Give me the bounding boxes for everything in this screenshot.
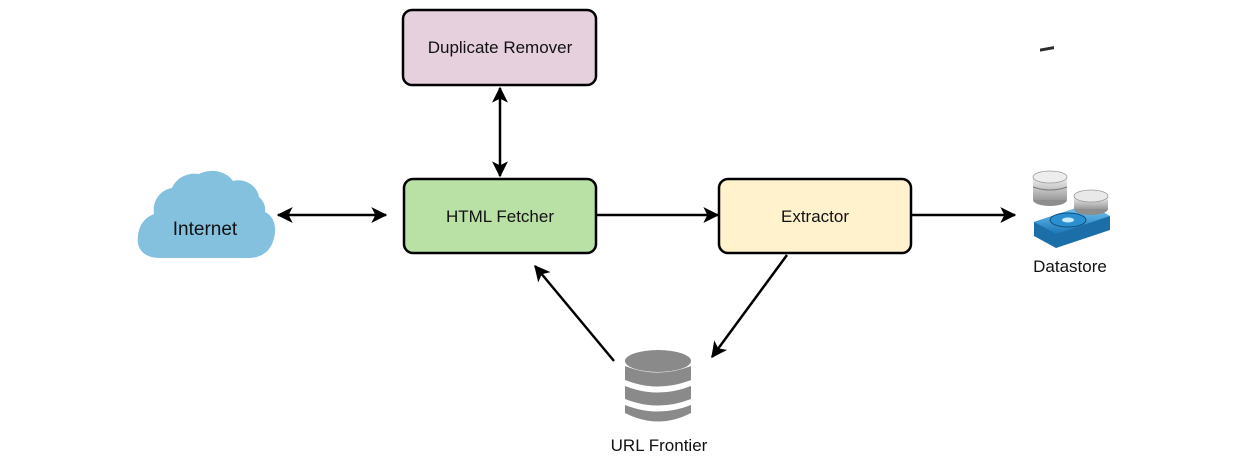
url-frontier-node[interactable]: URL Frontier <box>611 350 708 455</box>
database-server-icon <box>1032 46 1110 248</box>
duplicate-remover-node[interactable]: Duplicate Remover <box>401 8 598 87</box>
datastore-node[interactable]: Datastore <box>1032 46 1110 276</box>
url-frontier-label: URL Frontier <box>611 436 708 455</box>
extractor-box <box>717 177 913 255</box>
datastore-label: Datastore <box>1033 257 1107 276</box>
extractor-label: Extractor <box>781 207 849 226</box>
extractor-node[interactable]: Extractor <box>717 177 913 255</box>
edge-url-frontier-html-fetcher <box>534 264 615 362</box>
edges <box>276 86 1017 362</box>
html-fetcher-node[interactable]: HTML Fetcher <box>402 177 598 255</box>
internet-label: Internet <box>173 219 238 240</box>
database-icon <box>625 350 691 422</box>
cloud-icon <box>137 170 276 258</box>
html-fetcher-label: HTML Fetcher <box>446 207 554 226</box>
internet-node[interactable]: Internet <box>137 170 276 258</box>
duplicate-remover-box <box>401 8 598 87</box>
edge-extractor-url-frontier <box>710 254 789 359</box>
duplicate-remover-label: Duplicate Remover <box>428 38 573 57</box>
html-fetcher-box <box>402 177 598 255</box>
